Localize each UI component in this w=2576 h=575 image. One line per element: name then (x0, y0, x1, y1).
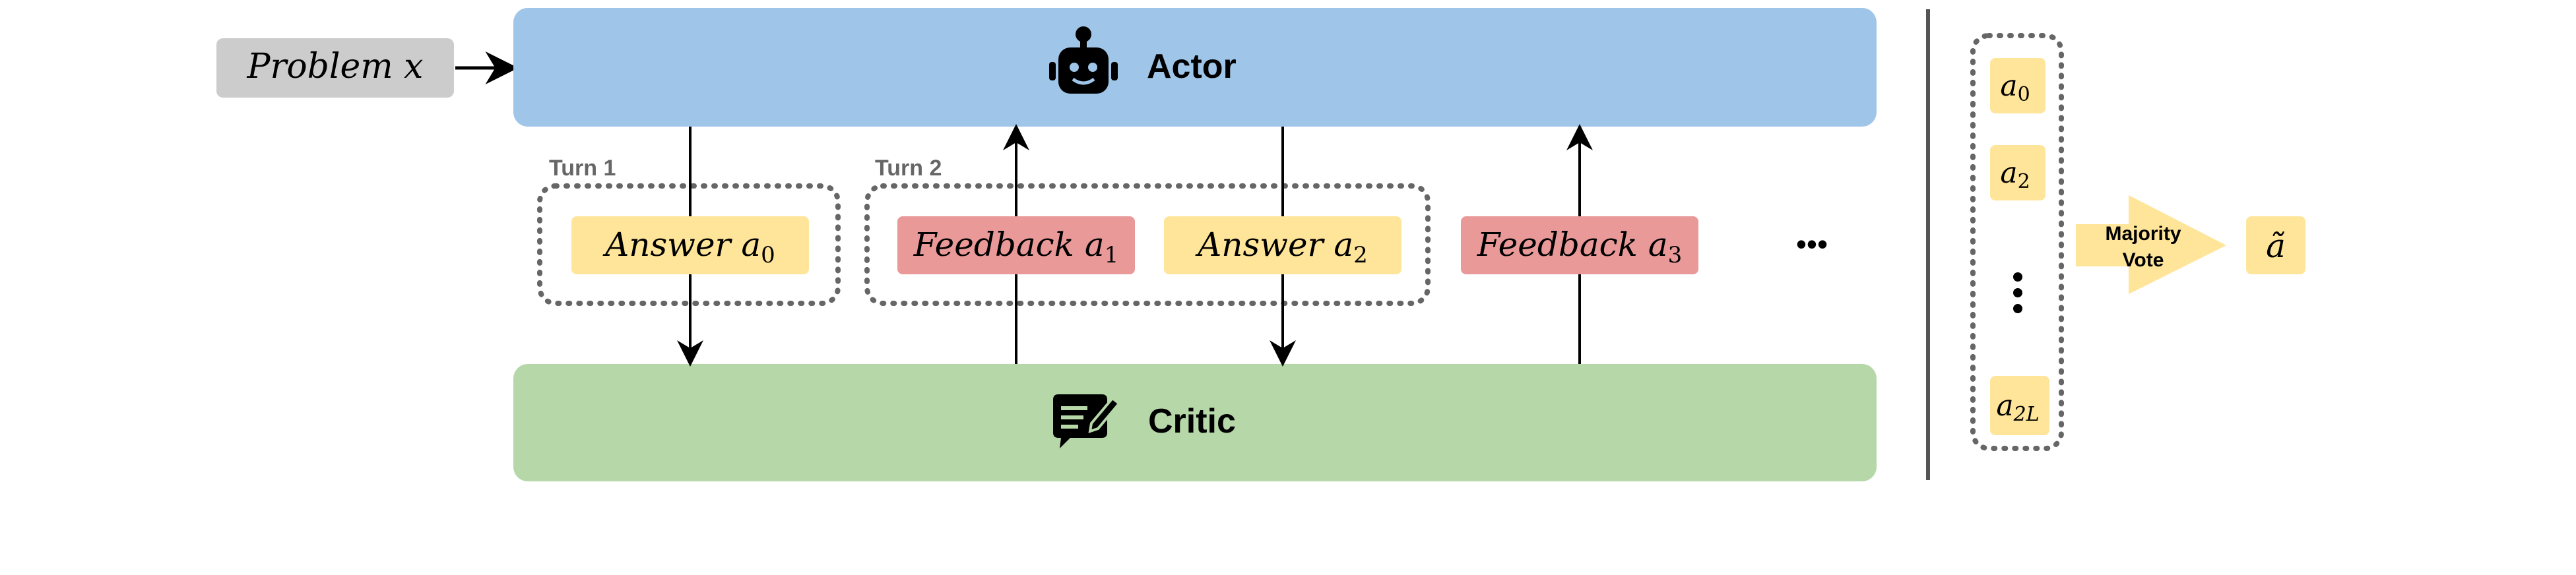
vote-item-a2: a2 (1990, 145, 2045, 200)
chip-kind: Answer (602, 226, 732, 264)
vote-var: a (2000, 69, 2017, 103)
chip-var: a (741, 226, 761, 264)
chip-kind: Answer (1195, 226, 1325, 264)
chip-sub: 1 (1105, 242, 1119, 268)
turns-ellipsis: ••• (1796, 227, 1828, 261)
chip-sub: 2 (1353, 242, 1368, 268)
critic-label: Critic (1148, 402, 1236, 440)
svg-text:Answer a0: Answer a0 (602, 226, 775, 268)
result-var: ã (2266, 227, 2286, 265)
svg-text:Feedback a3: Feedback a3 (1477, 226, 1683, 268)
majority-vote-arrow: Majority Vote (2076, 195, 2226, 294)
vote-sub: 0 (2018, 83, 2030, 106)
edit-message-icon (1053, 394, 1121, 448)
chip-answer-a2: Answer a2 (1164, 216, 1401, 274)
chip-sub: 0 (761, 242, 775, 268)
vote-item-a2L: a2L (1990, 376, 2049, 435)
chip-var: a (1085, 226, 1105, 264)
vote-var: a (1996, 389, 2013, 423)
turn-2-label: Turn 2 (875, 156, 942, 181)
svg-text:Answer a2: Answer a2 (1195, 226, 1368, 268)
chip-feedback-a1: Feedback a1 (897, 216, 1135, 274)
svg-text:a0: a0 (2000, 69, 2030, 106)
result-chip: ã (2246, 216, 2305, 274)
actor-bar: Actor (513, 8, 1877, 127)
chip-answer-a0: Answer a0 (571, 216, 809, 274)
chip-kind: Feedback (1477, 226, 1638, 264)
svg-text:a2: a2 (2000, 156, 2030, 193)
svg-text:Problem x: Problem x (246, 47, 423, 86)
svg-text:Feedback a1: Feedback a1 (913, 226, 1119, 268)
vote-var: a (2000, 156, 2017, 190)
chip-kind: Feedback (913, 226, 1074, 264)
turn-2-group: Turn 2 (864, 156, 1431, 306)
svg-text:a2L: a2L (1996, 389, 2039, 426)
vote-sub: 2L (2013, 403, 2040, 426)
chip-sub: 3 (1668, 242, 1683, 268)
problem-label: Problem (246, 47, 393, 86)
vote-stack-ellipsis (2013, 272, 2022, 313)
turn-1-group: Turn 1 (537, 156, 841, 306)
turn-1-label: Turn 1 (549, 156, 616, 181)
chip-var: a (1334, 226, 1353, 264)
actor-label: Actor (1147, 47, 1237, 86)
majority-vote-line2: Vote (2123, 249, 2164, 271)
vote-item-a0: a0 (1990, 58, 2045, 113)
problem-var: x (404, 47, 423, 86)
majority-vote-line1: Majority (2105, 223, 2181, 245)
vote-sub: 2 (2018, 170, 2030, 193)
critic-bar: Critic (513, 364, 1877, 481)
robot-icon (1049, 26, 1118, 94)
problem-box: Problem x (216, 38, 454, 98)
chip-feedback-a3: Feedback a3 (1461, 216, 1698, 274)
chip-var: a (1648, 226, 1668, 264)
vote-stack-group: a0 a2 a2L (1970, 33, 2064, 451)
